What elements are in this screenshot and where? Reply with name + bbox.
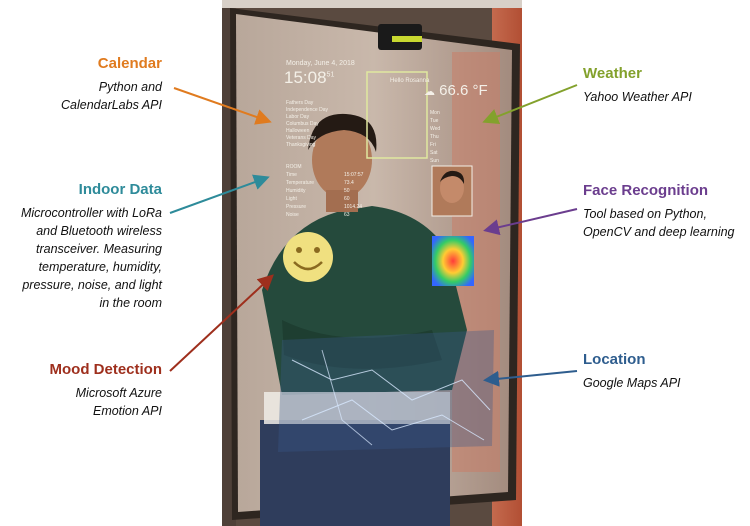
forecast-day: Wed: [430, 126, 441, 132]
sensor-name: Time: [286, 172, 297, 178]
calendar-event: Labor Day: [286, 114, 310, 120]
description-line: Microcontroller with LoRa: [20, 206, 162, 220]
sensor-value: 1014.24: [344, 204, 363, 210]
cloud-icon: ☁: [424, 86, 435, 98]
weather-description: Yahoo Weather API: [583, 88, 748, 106]
face-recognition-description: Tool based on Python, OpenCV and deep lea…: [583, 205, 748, 241]
mirror-scene: [222, 0, 522, 526]
person-head: [312, 122, 372, 198]
face-recognition-label: Face Recognition Tool based on Python, Op…: [583, 182, 748, 241]
weather-title: Weather: [583, 65, 642, 82]
description-line: and Bluetooth wireless: [36, 224, 162, 238]
map-overlay: [278, 330, 494, 452]
description-line: transceiver. Measuring: [36, 242, 162, 256]
forecast-day: Fri: [430, 142, 436, 148]
description-line: OpenCV and deep learning: [583, 225, 735, 239]
mirror-time: 15:0851: [284, 68, 334, 88]
description-line: CalendarLabs API: [61, 98, 162, 112]
mirror-temperature: ☁ 66.6 °F: [424, 82, 488, 99]
description-line: Tool based on Python,: [583, 207, 707, 221]
weather-label: Weather Yahoo Weather API: [583, 65, 748, 106]
calendar-event: Halloween: [286, 128, 310, 134]
sensor-heading: ROOM: [286, 164, 302, 170]
indoor-data-title: Indoor Data: [78, 181, 162, 198]
mirror-date: Monday, June 4, 2018: [286, 60, 355, 67]
smart-mirror-photo: Monday, June 4, 2018 15:0851 Hello Rosan…: [222, 0, 522, 526]
greeting-box: [366, 71, 428, 159]
mirror-temperature-value: 66.6 °F: [439, 82, 488, 99]
mirror-greeting: Hello Rosanna: [390, 78, 430, 84]
sensor-name: Light: [286, 196, 297, 202]
calendar-event: Fathers Day: [286, 100, 314, 106]
location-description: Google Maps API: [583, 374, 748, 392]
sensor-value: 50: [344, 188, 350, 194]
forecast-day: Sun: [430, 158, 439, 164]
calendar-event: Thanksgiving: [286, 142, 316, 148]
sensor-value: 60: [344, 196, 350, 202]
calendar-event: Independence Day: [286, 107, 328, 113]
description-line: Microsoft Azure: [75, 386, 162, 400]
indoor-data-label: Indoor Data Microcontroller with LoRa and…: [0, 181, 162, 312]
description-line: pressure, noise, and light: [22, 278, 162, 292]
forecast-day: Thu: [430, 134, 439, 140]
sensor-name: Humidity: [286, 188, 306, 194]
description-line: temperature, humidity,: [38, 260, 162, 274]
description-line: Yahoo Weather API: [583, 90, 692, 104]
description-line: in the room: [99, 296, 162, 310]
description-line: Google Maps API: [583, 376, 681, 390]
sensor-name: Pressure: [286, 204, 307, 210]
mirror-time-seconds: 51: [326, 71, 335, 79]
face-heatmap: [432, 236, 474, 286]
sensor-name: Noise: [286, 212, 299, 218]
description-line: Emotion API: [92, 404, 162, 418]
mirror-time-value: 15:08: [284, 68, 327, 87]
sensor-name: Temperature: [286, 180, 315, 186]
sensor-value: 73.4: [344, 180, 354, 186]
smiley-emoji-icon: [283, 232, 333, 282]
indoor-data-description: Microcontroller with LoRa and Bluetooth w…: [0, 204, 162, 312]
forecast-day: Mon: [430, 110, 440, 116]
forecast-day: Tue: [430, 118, 439, 124]
calendar-event: Veterans Day: [286, 135, 317, 141]
calendar-title: Calendar: [97, 55, 162, 72]
location-title: Location: [583, 351, 646, 368]
person-jeans: [260, 420, 450, 526]
mood-detection-title: Mood Detection: [49, 361, 163, 378]
forecast-day: Sat: [430, 150, 438, 156]
description-line: Python and: [98, 80, 162, 94]
location-label: Location Google Maps API: [583, 351, 748, 392]
calendar-event: Columbus Day: [286, 121, 319, 127]
sensor-value: 15:07:57: [344, 172, 364, 178]
face-recognition-title: Face Recognition: [583, 182, 709, 199]
sensor-value: 63: [344, 212, 350, 218]
